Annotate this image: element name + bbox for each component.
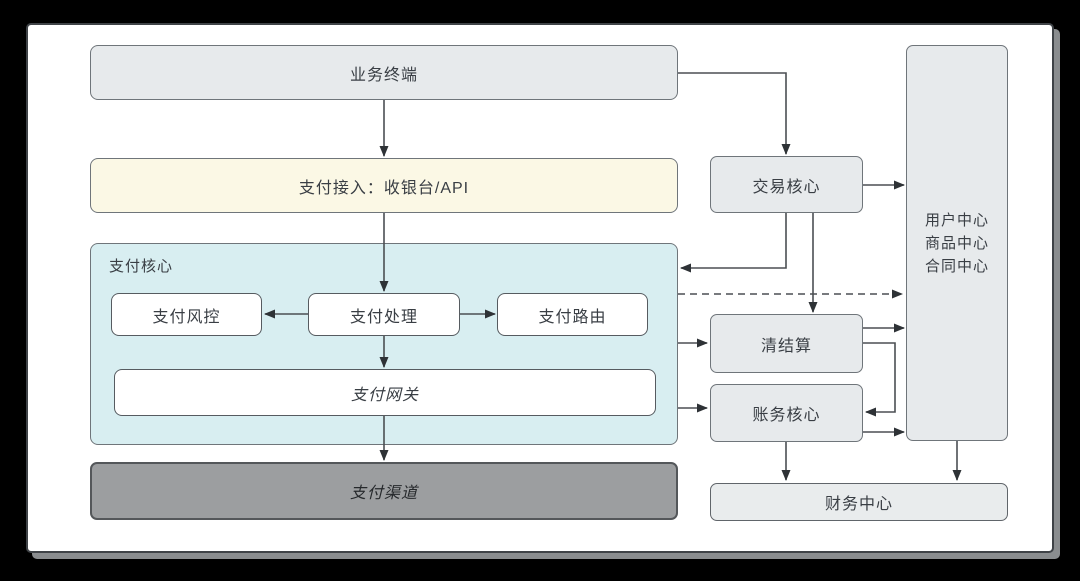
user-center-label: 用户中心 xyxy=(924,211,989,229)
node-accounting-core: 账务核心 xyxy=(710,384,863,442)
payment-risk-label: 支付风控 xyxy=(152,308,221,326)
contract-center-label: 合同中心 xyxy=(924,257,989,275)
payment-access-label: 支付接入：收银台/API xyxy=(298,179,470,197)
payment-processing-label: 支付处理 xyxy=(349,308,418,326)
finance-center-label: 财务中心 xyxy=(824,496,893,513)
node-trade-core: 交易核心 xyxy=(710,156,863,213)
clearing-settlement-label: 清结算 xyxy=(760,337,812,355)
node-payment-processing: 支付处理 xyxy=(308,293,460,336)
payment-gateway-label: 支付网关 xyxy=(350,386,419,404)
node-business-terminal: 业务终端 xyxy=(90,45,678,100)
node-shared-centers: 用户中心 商品中心 合同中心 xyxy=(906,45,1008,441)
payment-core-label: 支付核心 xyxy=(109,258,174,275)
trade-core-label: 交易核心 xyxy=(752,178,821,196)
node-payment-channels: 支付渠道 xyxy=(90,462,678,520)
accounting-core-label: 账务核心 xyxy=(752,407,821,424)
node-payment-gateway: 支付网关 xyxy=(114,369,656,416)
payment-routing-label: 支付路由 xyxy=(538,308,607,326)
node-payment-access: 支付接入：收银台/API xyxy=(90,158,678,213)
payment-channels-label: 支付渠道 xyxy=(349,485,418,502)
business-terminal-label: 业务终端 xyxy=(349,66,418,84)
node-payment-routing: 支付路由 xyxy=(497,293,648,336)
node-finance-center: 财务中心 xyxy=(710,483,1008,521)
product-center-label: 商品中心 xyxy=(924,234,989,252)
node-clearing-settlement: 清结算 xyxy=(710,314,863,373)
node-payment-risk: 支付风控 xyxy=(111,293,262,336)
